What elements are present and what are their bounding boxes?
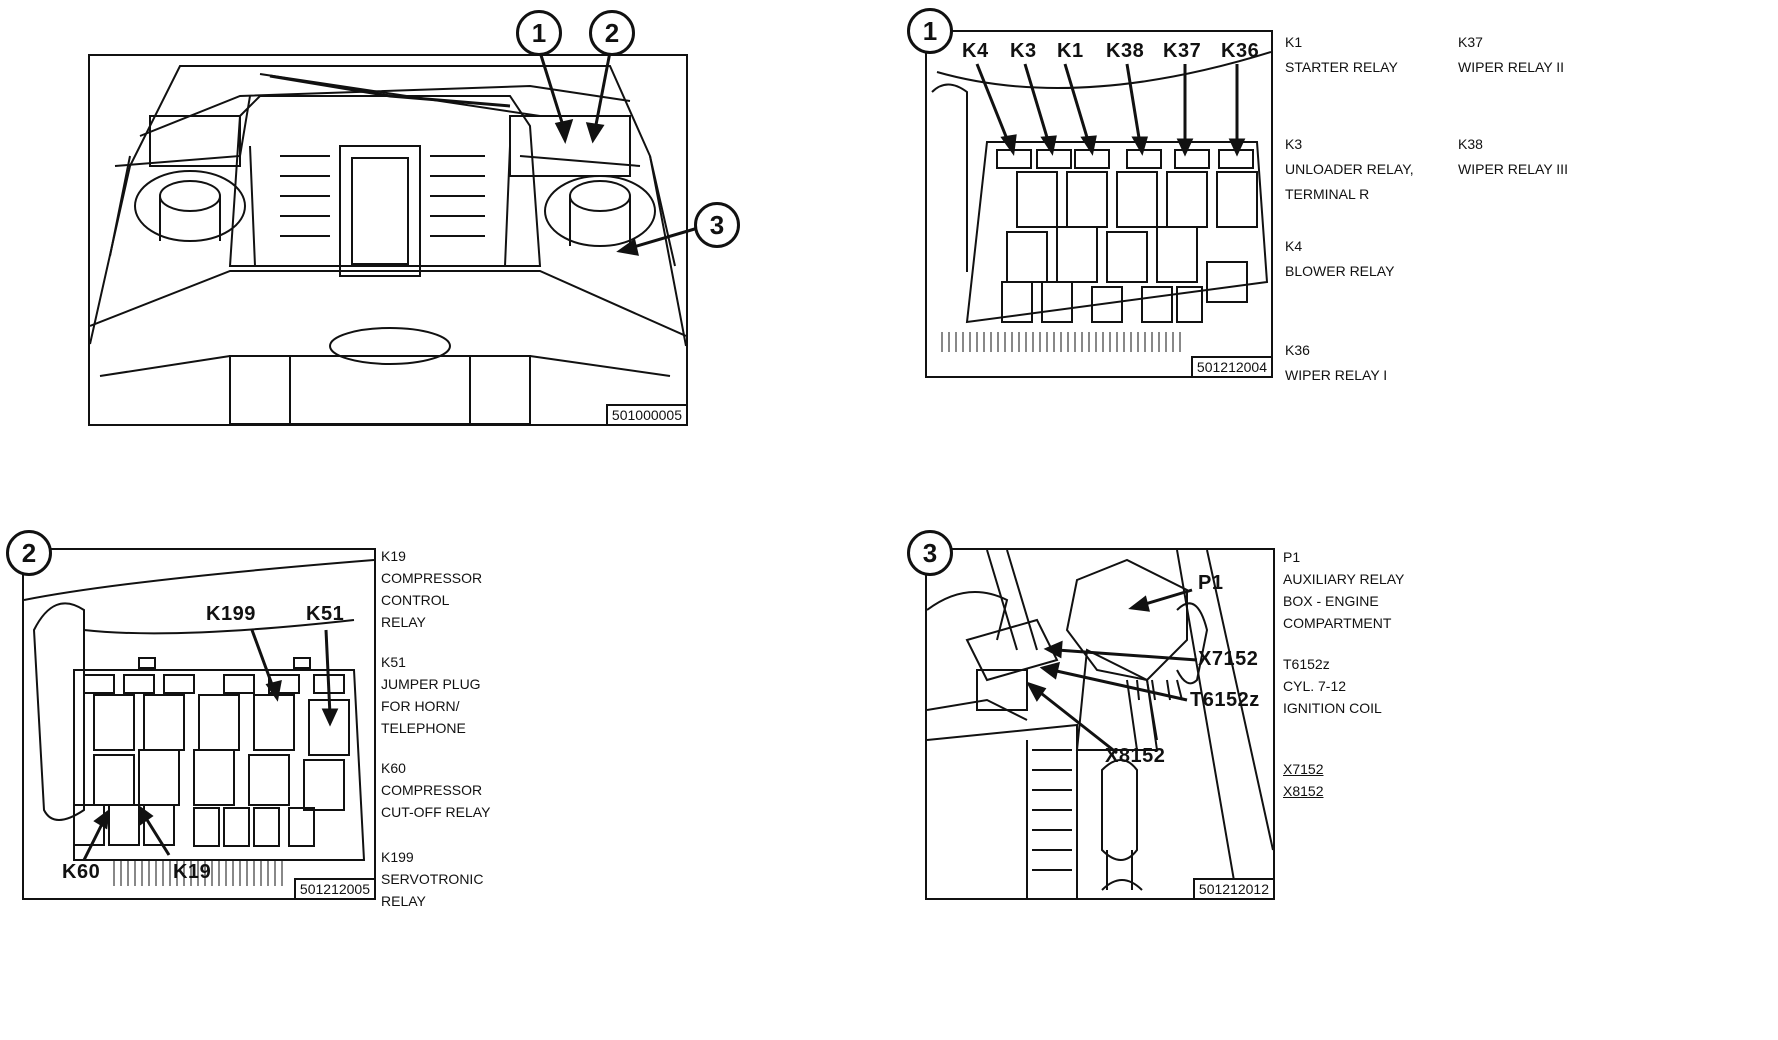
legend-code: T6152z [1283,656,1330,672]
panel3-callout: 3 [907,530,953,576]
label-k199: K199 [206,603,256,625]
relay-box-panel-2: 501212005 [22,548,376,900]
label-k36: K36 [1221,40,1260,62]
label-k1: K1 [1057,40,1084,62]
legend-code: K3 [1285,136,1303,152]
legend-desc: CYL. 7-12 [1283,678,1347,694]
legend-desc: UNLOADER RELAY, [1285,161,1414,177]
legend-code: K37 [1458,34,1483,50]
legend-desc: CONTROL [381,592,450,608]
legend-desc: BOX - ENGINE [1283,593,1379,609]
panel2-callout: 2 [6,530,52,576]
legend-desc: BLOWER RELAY [1285,263,1395,279]
panel1-legend-k3: K3 UNLOADER RELAY, TERMINAL R [1285,132,1414,207]
legend-desc: IGNITION COIL [1283,700,1382,716]
legend-code: K1 [1285,34,1303,50]
panel1-legend-k38: K38 WIPER RELAY III [1458,132,1568,182]
legend-code: K38 [1458,136,1483,152]
legend-desc: COMPARTMENT [1283,615,1392,631]
panel2-legend-k51: K51 JUMPER PLUG FOR HORN/ TELEPHONE [381,651,481,739]
label-k4: K4 [962,40,989,62]
legend-desc: RELAY [381,893,426,909]
relay-box-2-drawing [24,559,374,886]
label-x7152: X7152 [1198,648,1259,670]
legend-code: P1 [1283,549,1301,565]
legend-desc: JUMPER PLUG [381,676,481,692]
legend-desc: WIPER RELAY III [1458,161,1568,177]
legend-desc: AUXILIARY RELAY [1283,571,1405,587]
legend-desc: SERVOTRONIC [381,871,484,887]
overview-callout-3: 3 [694,202,740,248]
legend-desc: COMPRESSOR [381,782,483,798]
legend-code: K51 [381,654,406,670]
legend-desc: FOR HORN/ [381,698,460,714]
legend-code: K19 [381,548,406,564]
engine-bay-overview: 501000005 [88,54,688,426]
label-k3: K3 [1010,40,1037,62]
panel1-legend-k37: K37 WIPER RELAY II [1458,30,1564,80]
legend-desc: COMPRESSOR [381,570,483,586]
panel3-legend-t6152z: T6152z CYL. 7-12 IGNITION COIL [1283,653,1382,719]
label-t6152z: T6152z [1190,689,1260,711]
label-k19: K19 [173,861,212,883]
panel2-legend-k19: K19 COMPRESSOR CONTROL RELAY [381,545,482,633]
panel1-legend-k4: K4 BLOWER RELAY [1285,234,1394,284]
panel1-legend-k1: K1 STARTER RELAY [1285,30,1398,80]
legend-code: K36 [1285,342,1310,358]
figure-id: 501212004 [1190,356,1271,376]
legend-desc: CUT-OFF RELAY [381,804,491,820]
label-k38: K38 [1106,40,1145,62]
legend-desc: STARTER RELAY [1285,59,1398,75]
legend-desc: TELEPHONE [381,720,466,736]
legend-desc: RELAY [381,614,426,630]
label-k51: K51 [306,603,345,625]
panel2-legend-k60: K60 COMPRESSOR CUT-OFF RELAY [381,757,490,823]
overview-callout-2: 2 [589,10,635,56]
legend-desc: WIPER RELAY II [1458,59,1565,75]
overview-callout-1: 1 [516,10,562,56]
relay-box-1-drawing [931,51,1271,352]
legend-code: K60 [381,760,406,776]
label-x8152: X8152 [1105,745,1166,767]
engine-bay-drawing [90,65,686,424]
figure-id: 501000005 [605,404,686,424]
legend-desc: TERMINAL R [1285,186,1370,202]
legend-code: X7152 [1283,761,1324,777]
legend-code: K199 [381,849,414,865]
relay-box-panel-3: 501212012 [925,548,1275,900]
legend-desc: WIPER RELAY I [1285,367,1388,383]
panel2-legend-k199: K199 SERVOTRONIC RELAY [381,846,483,912]
legend-code: X8152 [1283,783,1324,799]
figure-id: 501212005 [293,878,374,898]
relay-box-panel-1: 501212004 [925,30,1273,378]
panel1-legend-k36: K36 WIPER RELAY I [1285,338,1387,388]
panel3-legend-p1: P1 AUXILIARY RELAY BOX - ENGINE COMPARTM… [1283,546,1404,634]
panel3-legend-x7152: X7152 X8152 [1283,758,1323,802]
panel1-callout: 1 [907,8,953,54]
relay-box-3-drawing [927,550,1273,898]
label-k37: K37 [1163,40,1202,62]
label-k60: K60 [62,861,101,883]
label-p1: P1 [1198,572,1224,594]
figure-id: 501212012 [1192,878,1273,898]
legend-code: K4 [1285,238,1303,254]
